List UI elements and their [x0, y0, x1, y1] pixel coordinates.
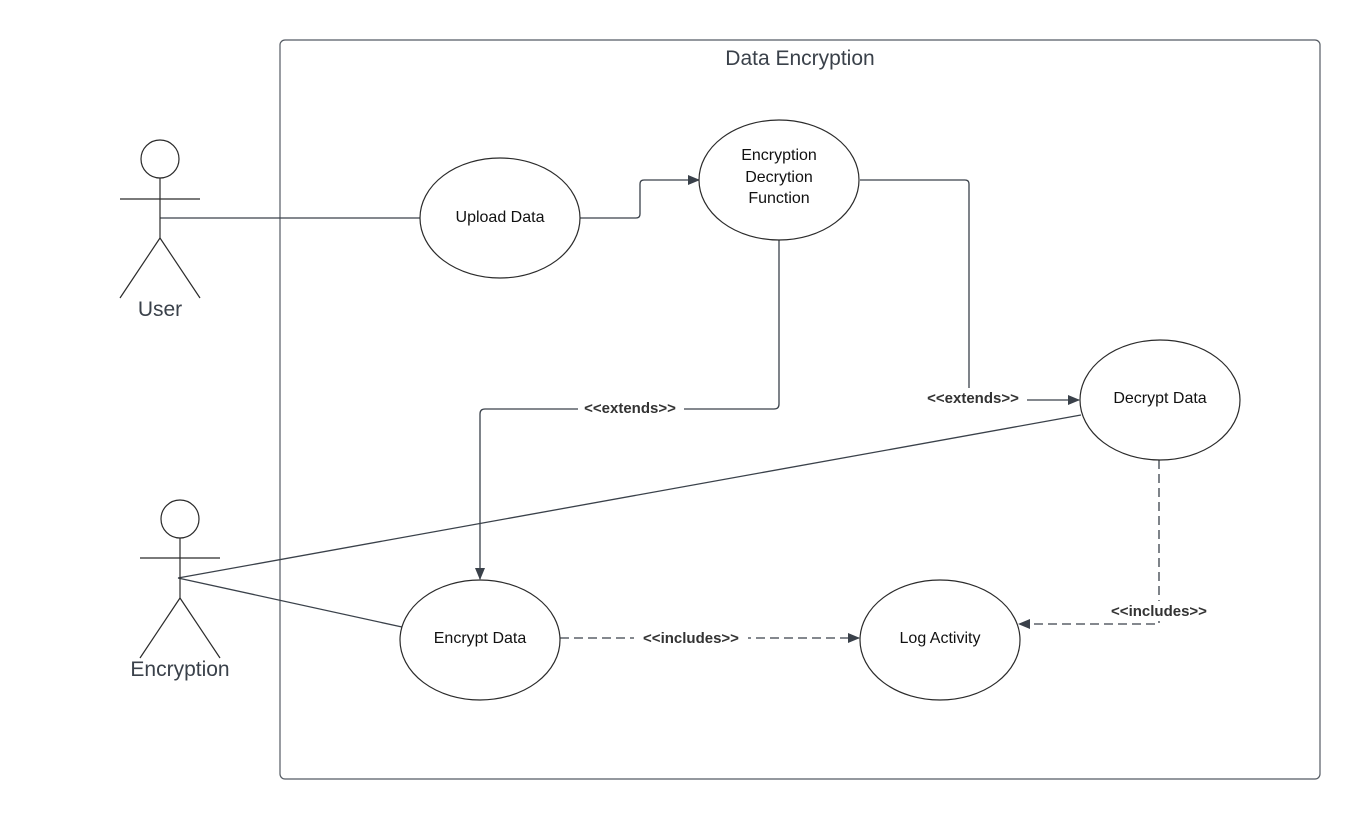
use-case-label: Decrypt Data	[1113, 390, 1206, 407]
actor-label: Encryption	[130, 658, 229, 681]
includes-label-encrypt: <<includes>>	[643, 630, 739, 647]
use-case-label: Log Activity	[900, 630, 981, 647]
association-encryption-encrypt	[177, 577, 403, 628]
extends-label-decrypt: <<extends>>	[927, 390, 1019, 407]
use-case-encryption-decryption-function[interactable]: Encryption Decrytion Function	[698, 119, 860, 241]
actor-label: User	[138, 298, 182, 321]
actor-encryption[interactable]: Encryption	[130, 499, 230, 681]
flow-upload-to-function	[580, 175, 700, 219]
use-case-log-activity[interactable]: Log Activity	[859, 579, 1021, 701]
actor-head	[160, 499, 200, 539]
includes-decrypt-to-log	[1018, 460, 1160, 629]
use-case-label: Decrytion	[745, 169, 813, 186]
use-case-encrypt-data[interactable]: Encrypt Data	[399, 579, 561, 701]
actor-user[interactable]: User	[119, 139, 201, 321]
use-case-label: Encrypt Data	[434, 630, 527, 647]
use-case-upload-data[interactable]: Upload Data	[419, 157, 581, 279]
use-case-label: Function	[748, 190, 809, 207]
association-encryption-decrypt	[177, 414, 1082, 579]
includes-label-decrypt: <<includes>>	[1111, 603, 1207, 620]
actor-head	[140, 139, 180, 179]
use-case-label: Encryption	[741, 147, 817, 164]
extends-label-encrypt: <<extends>>	[584, 400, 676, 417]
system-title: Data Encryption	[725, 47, 874, 70]
use-case-label: Upload Data	[456, 209, 545, 226]
use-case-decrypt-data[interactable]: Decrypt Data	[1079, 339, 1241, 461]
